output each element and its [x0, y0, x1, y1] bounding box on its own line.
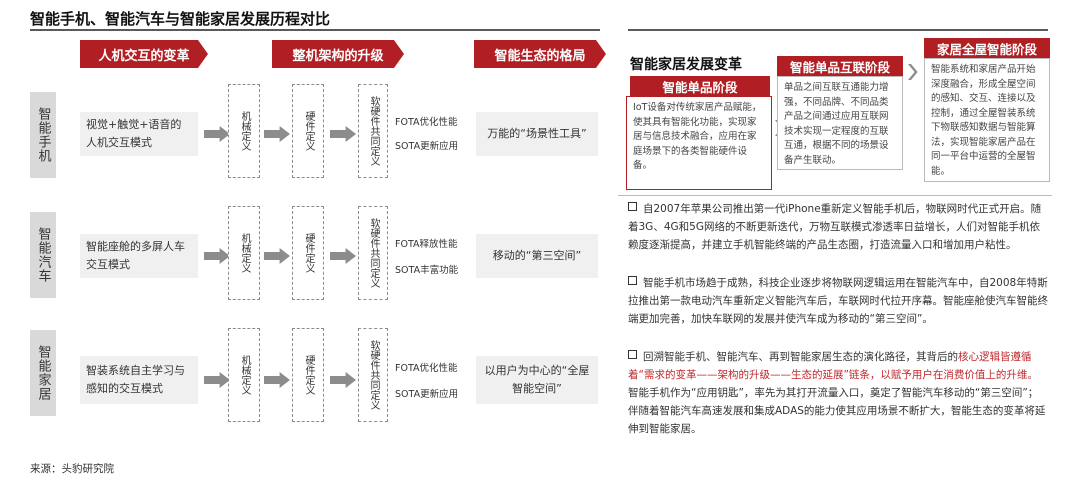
- stage-mechanical-home: 机械定义: [228, 328, 260, 422]
- interaction-phone: 视觉+触觉+语音的人机交互模式: [80, 112, 198, 156]
- bullet-home: 回溯智能手机、智能汽车、再到智能家居生态的演化路径，其背后的核心逻辑皆遵循着“需…: [628, 350, 1046, 435]
- arrow-icon: [204, 126, 230, 142]
- row-label-home: 智能家居: [30, 330, 56, 416]
- fota-phone: FOTA优化性能: [395, 117, 458, 128]
- ecosystem-car: 移动的“第三空间”: [476, 234, 598, 278]
- bullet-phone: 自2007年苹果公司推出第一代iPhone重新定义智能手机后，物联网时代正式开启…: [628, 202, 1042, 251]
- arrow-icon: [330, 372, 356, 388]
- right-divider: [628, 29, 1048, 31]
- bullet-car: 智能手机市场趋于成熟，科技企业逐步将物联网逻辑运用在智能汽车中，自2008年特斯…: [628, 276, 1048, 325]
- arrow-icon: [264, 126, 290, 142]
- fota-home: FOTA优化性能: [395, 363, 458, 374]
- title-divider: [30, 29, 600, 31]
- header-architecture: 整机架构的升级: [272, 40, 404, 68]
- sota-car: SOTA丰富功能: [395, 265, 459, 276]
- fota-car: FOTA释放性能: [395, 239, 458, 250]
- bullet-square-icon: [628, 276, 637, 285]
- right-panel-divider: [618, 195, 1052, 196]
- stage-2-text: 单品之间互联互通能力增强，不同品牌、不同品类产品之间通过应用互联网技术实现一定程…: [777, 76, 903, 170]
- page-title: 智能手机、智能汽车与智能家居发展历程对比: [30, 10, 331, 28]
- arrow-icon: [330, 126, 356, 142]
- stage-1-title: 智能单品阶段: [630, 76, 770, 96]
- arrow-icon: [264, 372, 290, 388]
- bullet-square-icon: [628, 202, 637, 211]
- row-label-phone: 智能手机: [30, 92, 56, 178]
- sota-home: SOTA更新应用: [395, 389, 459, 400]
- arrow-icon: [204, 372, 230, 388]
- interaction-home: 智装系统自主学习与感知的交互模式: [80, 356, 198, 404]
- ecosystem-phone: 万能的“场景性工具”: [476, 112, 598, 156]
- stage-hardware-home: 硬件定义: [292, 328, 324, 422]
- stage-software-home: 软硬件共同定义: [358, 328, 388, 422]
- ecosystem-home: 以用户为中心的“全屋智能空间”: [476, 356, 598, 404]
- arrow-icon: [264, 248, 290, 264]
- stage-3-text: 智能系统和家居产品开始深度融合，形成全屋空间的感知、交互、连接以及控制，通过全屋…: [924, 58, 1050, 182]
- stage-mechanical-car: 机械定义: [228, 206, 260, 300]
- stage-mechanical-phone: 机械定义: [228, 84, 260, 178]
- sota-phone: SOTA更新应用: [395, 141, 459, 152]
- row-label-car: 智能汽车: [30, 212, 56, 298]
- arrow-icon: [204, 248, 230, 264]
- stage-2-title: 智能单品互联阶段: [777, 56, 903, 76]
- stage-3-title: 家居全屋智能阶段: [924, 38, 1050, 58]
- stage-software-car: 软硬件共同定义: [358, 206, 388, 300]
- smart-home-heading: 智能家居发展变革: [630, 57, 742, 73]
- arrow-icon: [330, 248, 356, 264]
- header-ecosystem: 智能生态的格局: [474, 40, 606, 68]
- stage-hardware-phone: 硬件定义: [292, 84, 324, 178]
- bullet-square-icon: [628, 350, 637, 359]
- stage-1-text: IoT设备对传统家居产品赋能，使其具有智能化功能，实现家居与信息技术融合，应用在…: [626, 96, 772, 190]
- interaction-car: 智能座舱的多屏人车交互模式: [80, 234, 198, 278]
- chevron-right-icon: [908, 64, 918, 80]
- source-note: 来源：头豹研究院: [30, 463, 114, 475]
- stage-hardware-car: 硬件定义: [292, 206, 324, 300]
- header-interaction: 人机交互的变革: [80, 40, 208, 68]
- stage-software-phone: 软硬件共同定义: [358, 84, 388, 178]
